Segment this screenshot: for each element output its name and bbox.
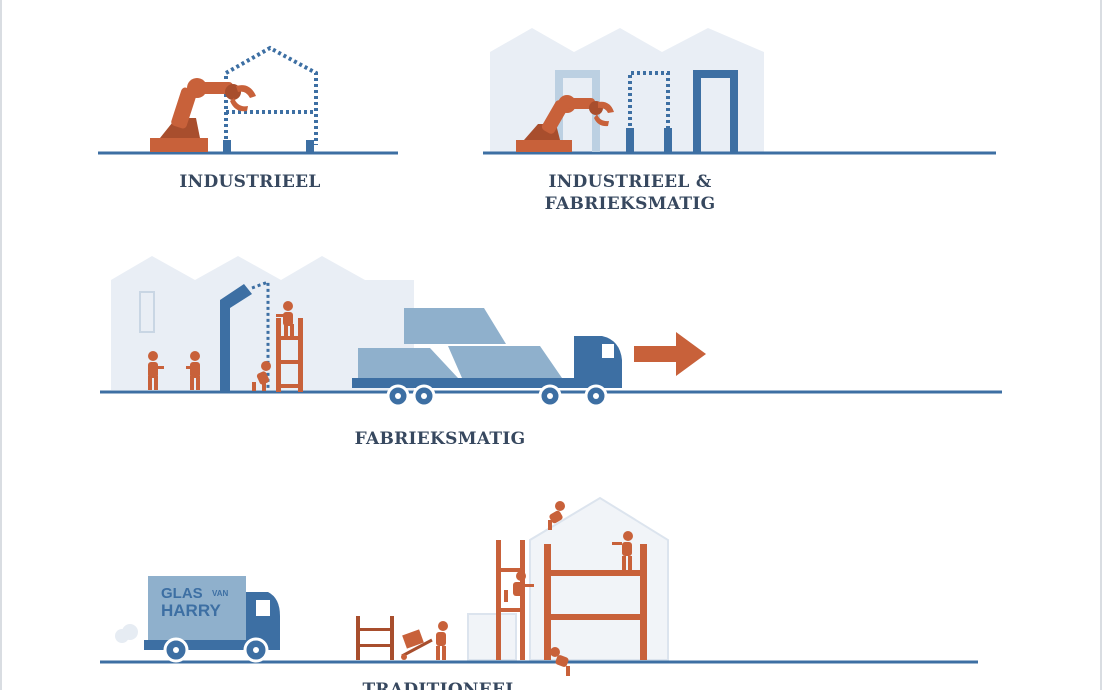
worker-icon bbox=[401, 621, 448, 660]
label-fabrieksmatig: FABRIEKSMATIG bbox=[354, 429, 526, 449]
robot-arm-icon bbox=[150, 78, 256, 152]
ladder bbox=[276, 318, 303, 392]
worker-icon bbox=[186, 351, 200, 390]
frame-border-right bbox=[1100, 0, 1102, 690]
worker-icon bbox=[548, 501, 565, 530]
robot-arm-icon bbox=[516, 95, 614, 152]
scaffolding bbox=[496, 540, 647, 660]
truck-cab bbox=[574, 336, 622, 388]
worker-icon bbox=[612, 531, 633, 570]
frame-post bbox=[626, 128, 634, 152]
factory-silhouette bbox=[111, 256, 414, 390]
label-industrieel-fabrieksmatig: INDUSTRIEEL & FABRIEKSMATIG bbox=[520, 171, 740, 215]
dotted-house-frame bbox=[224, 45, 318, 145]
frame-foot bbox=[306, 140, 314, 153]
frame-post bbox=[664, 128, 672, 152]
truck-text-harry: HARRY bbox=[161, 601, 221, 620]
frame-foot bbox=[223, 140, 231, 153]
prefab-panel bbox=[404, 308, 506, 344]
label-line-2: FABRIEKSMATIG bbox=[544, 194, 716, 214]
prefab-panel bbox=[358, 348, 458, 378]
box bbox=[467, 613, 517, 661]
dotted-frame bbox=[628, 71, 670, 150]
label-line-1: INDUSTRIEEL & bbox=[548, 172, 712, 192]
industrieel-scene bbox=[98, 45, 398, 155]
traditioneel-scene: GLAS VAN HARRY bbox=[100, 496, 978, 676]
direction-arrow-icon bbox=[634, 332, 706, 376]
frame-border-left bbox=[0, 0, 2, 690]
label-industrieel: INDUSTRIEEL bbox=[179, 172, 321, 192]
transport-truck-icon bbox=[352, 308, 622, 408]
delivery-truck-icon: GLAS VAN HARRY bbox=[115, 576, 280, 663]
industrieel-fabrieksmatig-scene bbox=[483, 28, 996, 155]
fabrieksmatig-scene bbox=[100, 256, 1002, 408]
solid-frame bbox=[693, 70, 738, 152]
worker-icon bbox=[276, 301, 294, 336]
prefab-panel bbox=[448, 346, 562, 378]
truck-cab bbox=[246, 592, 280, 650]
label-traditioneel: TRADITIONEEL bbox=[362, 680, 518, 690]
worker-icon bbox=[252, 361, 271, 391]
worker-icon bbox=[504, 571, 534, 602]
window bbox=[139, 291, 155, 333]
worker-icon bbox=[148, 351, 164, 390]
worker-icon bbox=[550, 647, 570, 676]
ladder-cart bbox=[356, 616, 394, 660]
truck-text-van: VAN bbox=[212, 589, 229, 598]
truck-text-glas: GLAS bbox=[161, 585, 203, 602]
truck-box bbox=[148, 576, 246, 642]
exhaust-cloud-icon bbox=[122, 624, 138, 640]
wall-frame bbox=[220, 284, 252, 392]
